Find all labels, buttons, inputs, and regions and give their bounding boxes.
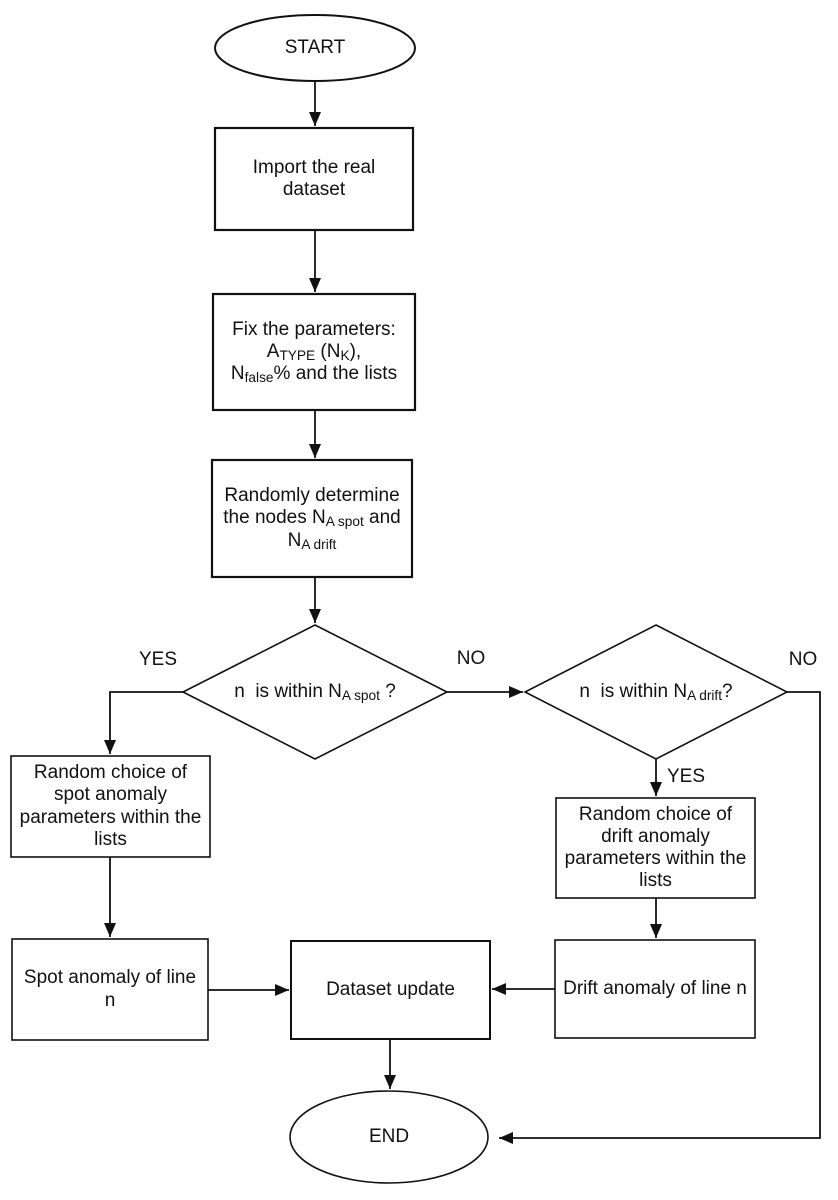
drift-decision-label: n is within NA drift? — [579, 680, 733, 703]
edge-spot-decision-yes — [104, 691, 183, 754]
drift-anomaly-label: Drift anomaly of line n — [563, 977, 747, 999]
import-dataset-box — [213, 126, 415, 232]
spot-decision-yes-label: YES — [138, 649, 178, 670]
start-node-label: START — [284, 36, 346, 58]
fix-parameters-box — [211, 292, 417, 412]
end-node-label: END — [368, 1125, 410, 1147]
spot-anomaly-box — [11, 938, 209, 1041]
drift-params-box — [555, 797, 756, 899]
start-node-shape — [214, 14, 416, 82]
edge-drift-decision-no-to-end — [499, 691, 821, 1144]
drift-decision-yes-label: YES — [666, 766, 706, 787]
determine-nodes-box — [210, 458, 414, 579]
spot-decision-diamond — [181, 624, 449, 760]
end-node-shape — [289, 1090, 489, 1184]
spot-decision-no-label: NO — [456, 648, 486, 669]
dataset-update-box — [290, 940, 491, 1040]
drift-anomaly-box — [554, 939, 756, 1039]
fix-parameters-label: Fix the parameters:ATYPE (NK),Nfalse% an… — [230, 318, 398, 386]
dataset-update-label: Dataset update — [326, 978, 455, 1000]
spot-decision-label: n is within NA spot ? — [234, 680, 396, 703]
spot-params-box — [10, 755, 211, 858]
drift-decision-diamond — [523, 624, 789, 760]
drift-decision-no-label: NO — [788, 649, 818, 670]
